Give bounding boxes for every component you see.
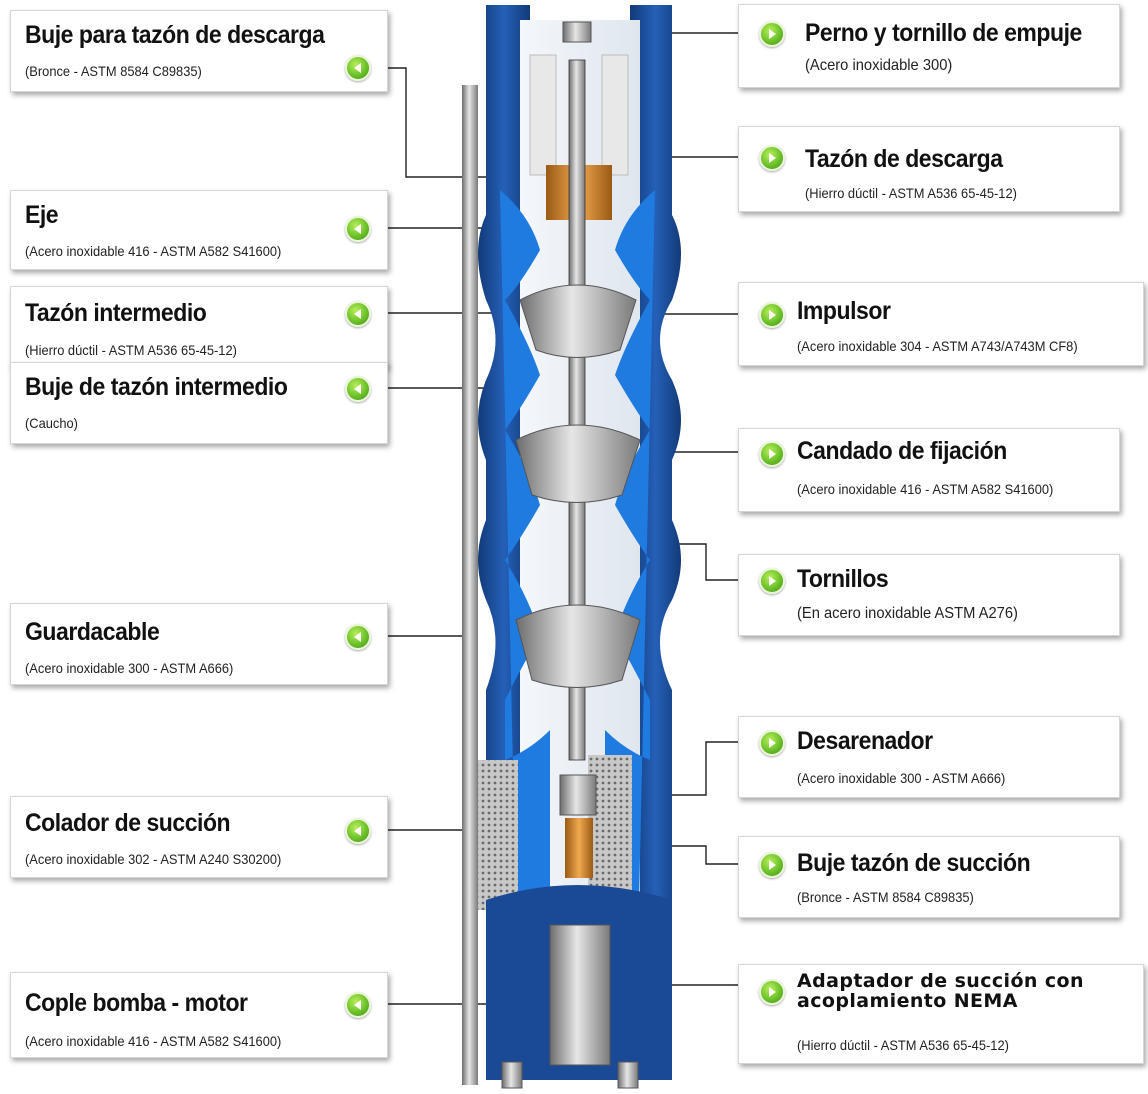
label-adaptador: Adaptador de succión con acoplamiento NE… [738,964,1144,1064]
label-title: Desarenador [797,727,933,755]
label-title: Tornillos [797,565,889,593]
label-sub: (Acero inoxidable 304 - ASTM A743/A743M … [797,338,1078,354]
label-candado: Candado de fijación (Acero inoxidable 41… [738,428,1120,512]
label-sub: (En acero inoxidable ASTM A276) [797,605,1018,622]
arrow-right-icon [759,979,785,1005]
arrow-right-icon [759,21,785,47]
arrow-left-icon [345,216,371,242]
label-title: Buje tazón de succión [797,849,1031,877]
pump-cutaway-illustration [462,5,681,1089]
label-eje: Eje (Acero inoxidable 416 - ASTM A582 S4… [10,190,388,270]
arrow-left-icon [345,992,371,1018]
label-guardacable: Guardacable (Acero inoxidable 300 - ASTM… [10,603,388,685]
label-tornillos: Tornillos (En acero inoxidable ASTM A276… [738,554,1120,636]
label-colador: Colador de succión (Acero inoxidable 302… [10,796,388,878]
suction-bushing [565,818,593,878]
label-tazon-intermedio: Tazón intermedio (Hierro dúctil - ASTM A… [10,286,388,368]
impellers [515,284,641,688]
label-title: Cople bomba - motor [25,989,248,1017]
arrow-right-icon [759,730,785,756]
label-title: Candado de fijación [797,437,1007,465]
label-desarenador: Desarenador (Acero inoxidable 300 - ASTM… [738,716,1120,798]
label-title: Buje para tazón de descarga [25,21,325,49]
label-title: Guardacable [25,618,160,646]
label-sub: (Acero inoxidable 416 - ASTM A582 S41600… [25,1033,282,1049]
label-title-line2: acoplamiento NEMA [797,990,1018,1012]
thrust-bolt [562,21,592,43]
label-buje-intermedio: Buje de tazón intermedio (Caucho) [10,362,388,444]
label-sub: (Acero inoxidable 302 - ASTM A240 S30200… [25,851,282,867]
pump-shaft [568,59,586,761]
label-title: Tazón de descarga [805,145,1003,173]
arrow-right-icon [759,852,785,878]
base-bolts [501,1061,639,1089]
label-impulsor: Impulsor (Acero inoxidable 304 - ASTM A7… [738,282,1144,366]
label-sub: (Acero inoxidable 416 - ASTM A582 S41600… [797,481,1054,497]
label-buje-succion: Buje tazón de succión (Bronce - ASTM 858… [738,836,1120,918]
arrow-left-icon [345,376,371,402]
label-sub: (Acero inoxidable 300 - ASTM A666) [25,660,234,676]
label-title: Impulsor [797,297,891,325]
label-sub: (Caucho) [25,415,78,431]
cable-guard [462,85,478,1085]
label-sub: (Hierro dúctil - ASTM A536 65-45-12) [797,1037,1009,1053]
label-sub: (Bronce - ASTM 8584 C89835) [797,889,974,905]
arrow-right-icon [759,441,785,467]
label-title: Tazón intermedio [25,299,207,327]
arrow-right-icon [759,302,785,328]
label-title: Eje [25,201,59,229]
label-sub: (Acero inoxidable 300 - ASTM A666) [797,770,1006,786]
label-title-line1: Adaptador de succión con [797,970,1084,992]
discharge-threads [529,54,629,176]
coupling [549,924,611,1066]
suction-strainer [478,760,518,910]
label-sub: (Acero inoxidable 300) [805,57,953,74]
arrow-left-icon [345,624,371,650]
label-sub: (Bronce - ASTM 8584 C89835) [25,63,202,79]
label-cople: Cople bomba - motor (Acero inoxidable 41… [10,972,388,1058]
label-sub: (Hierro dúctil - ASTM A536 65-45-12) [25,342,237,358]
arrow-left-icon [345,818,371,844]
label-buje-descarga: Buje para tazón de descarga (Bronce - AS… [10,10,388,92]
label-title: Buje de tazón intermedio [25,373,288,401]
label-perno: Perno y tornillo de empuje (Acero inoxid… [738,4,1120,88]
label-title: Perno y tornillo de empuje [805,19,1082,47]
sand-slinger [559,774,597,816]
arrow-right-icon [759,568,785,594]
arrow-left-icon [345,55,371,81]
label-title: Colador de succión [25,809,231,837]
label-sub: (Hierro dúctil - ASTM A536 65-45-12) [805,185,1017,201]
label-sub: (Acero inoxidable 416 - ASTM A582 S41600… [25,243,282,259]
arrow-left-icon [345,301,371,327]
arrow-right-icon [759,145,785,171]
label-tazon-descarga: Tazón de descarga (Hierro dúctil - ASTM … [738,126,1120,212]
